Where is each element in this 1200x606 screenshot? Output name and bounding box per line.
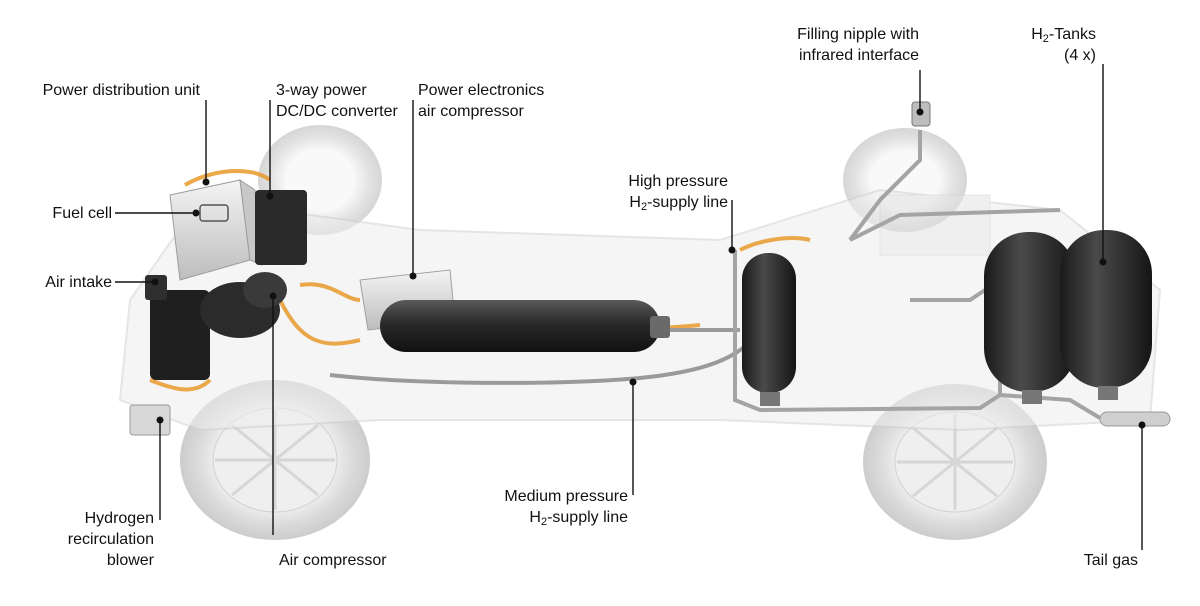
label-tail-gas: Tail gas — [1083, 552, 1138, 569]
label-power-electronics: Power electronics air compressor — [418, 82, 545, 120]
rear-h2-tank-1 — [742, 253, 796, 406]
medium-pressure-pipe — [329, 328, 762, 385]
label-h2-tanks: H2-Tanks (4 x) — [1031, 26, 1096, 64]
rear-h2-tank-2 — [984, 232, 1076, 404]
label-fuel-cell: Fuel cell — [52, 205, 112, 222]
label-3-way-power: 3-way power DC/DC converter — [276, 82, 398, 120]
tail-gas-exhaust — [1099, 411, 1171, 427]
label-air-compressor: Air compressor — [279, 552, 387, 569]
air-compressor-cluster — [129, 272, 287, 436]
label-hydrogen-recirculation-blower: Hydrogen recirculation blower — [67, 510, 154, 569]
label-high-pressure-supply-line: High pressure H2-supply line — [628, 173, 728, 213]
leader-dots — [151, 108, 1146, 429]
label-air-intake: Air intake — [45, 274, 112, 291]
rear-h2-tank-3 — [1060, 230, 1152, 400]
label-medium-pressure-supply-line: Medium pressure H2-supply line — [504, 488, 628, 528]
label-power-distribution-unit: Power distribution unit — [42, 82, 200, 99]
central-h2-tank — [380, 300, 670, 352]
fuel-cell-stack — [169, 178, 307, 281]
leader-lines — [115, 64, 1143, 550]
label-filling-nipple: Filling nipple with infrared interface — [797, 26, 919, 64]
